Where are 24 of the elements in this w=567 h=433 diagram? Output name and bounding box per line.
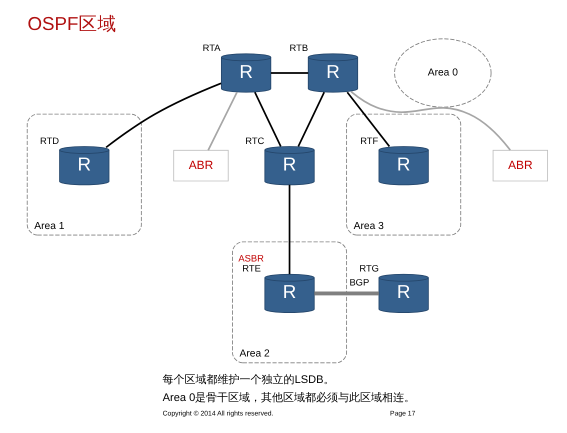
label: 每个区域都维护一个独立的LSDB。 (162, 374, 334, 386)
connector (270, 72, 308, 74)
label: Area 0是骨干区域，其他区域都必须与此区域相连。 (162, 392, 415, 404)
connector (297, 92, 324, 147)
node-label: RTA (202, 43, 220, 54)
diagram-title: OSPF区域 (26, 12, 116, 34)
node-box: ABR (492, 150, 548, 182)
node-label: RTC (244, 136, 264, 146)
connector (254, 92, 282, 147)
node-label: RTB (289, 43, 308, 54)
connector (350, 91, 510, 151)
connector (105, 82, 221, 148)
connector (206, 92, 238, 151)
node-label: RTF (360, 136, 378, 146)
connector (288, 184, 290, 274)
node-label: ASBR (238, 253, 264, 264)
node-label: RTD (39, 136, 59, 146)
node-label: RTE (242, 264, 260, 274)
edge-label: BGP (348, 277, 369, 288)
connector (346, 92, 390, 147)
node-ellipse: Area 0 (394, 38, 491, 108)
connector (314, 292, 378, 296)
node-box: ABR (172, 150, 228, 182)
node-label: RTG (358, 264, 378, 274)
